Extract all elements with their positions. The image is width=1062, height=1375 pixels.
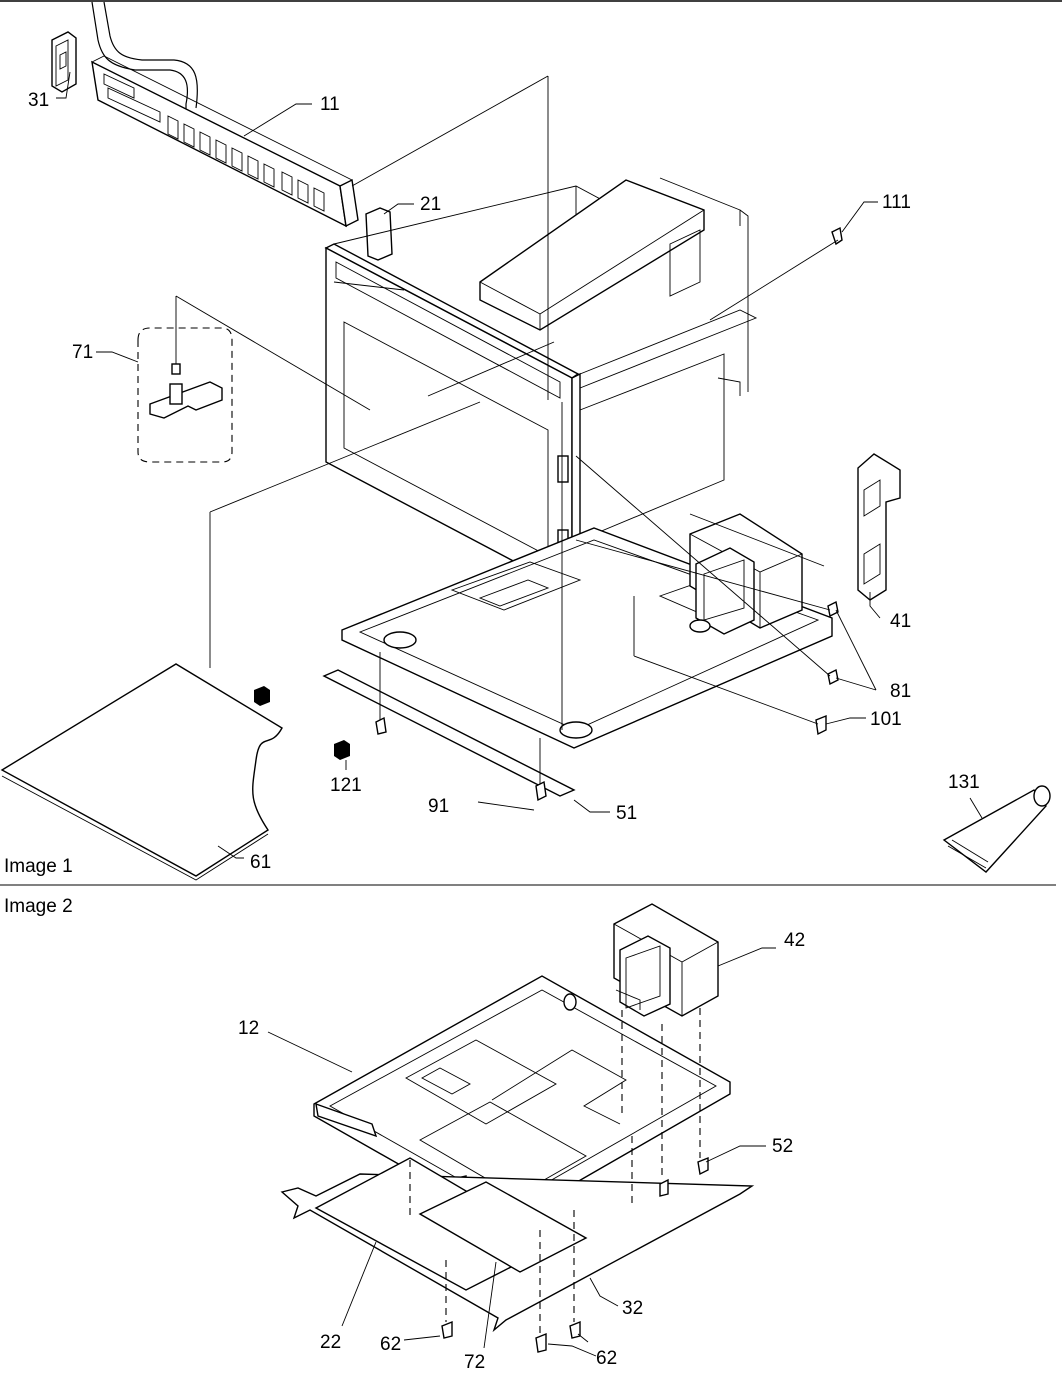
callout-32: 32 xyxy=(622,1298,643,1319)
callout-81: 81 xyxy=(890,681,911,702)
part-41-side-bracket xyxy=(857,453,901,601)
part-71-detail xyxy=(137,296,233,463)
callout-61: 61 xyxy=(250,852,271,873)
keypad-buttons xyxy=(167,115,325,212)
callout-62a: 62 xyxy=(380,1334,401,1355)
part-51-front-rail xyxy=(322,669,576,797)
callout-101: 101 xyxy=(870,709,902,730)
assembly-lines-image2 xyxy=(409,1008,701,1334)
image2-group: Image 2 xyxy=(4,896,805,1373)
image1-group: 31 11 21 111 71 41 81 101 121 91 51 131 … xyxy=(0,1,1051,881)
part-11-control-panel xyxy=(91,55,359,228)
callout-21: 21 xyxy=(420,194,441,215)
part-42-transformer xyxy=(613,903,719,1017)
part-131-tube xyxy=(942,785,1051,873)
callout-leaders-image1 xyxy=(56,71,983,859)
callout-131: 131 xyxy=(948,772,980,793)
screws-image1 xyxy=(375,226,843,802)
callout-111: 111 xyxy=(882,192,911,213)
cabinet-top-box xyxy=(479,177,741,331)
callout-41: 41 xyxy=(890,611,911,632)
callout-52: 52 xyxy=(772,1136,793,1157)
base-transformer xyxy=(689,513,803,635)
callout-121: 121 xyxy=(330,775,362,796)
part-121-cube xyxy=(254,686,350,760)
callout-62b: 62 xyxy=(596,1348,617,1369)
callout-72: 72 xyxy=(464,1352,485,1373)
part-31-bracket xyxy=(51,31,77,93)
callout-11: 11 xyxy=(320,94,340,115)
callout-31: 31 xyxy=(28,90,49,111)
part-72-plate xyxy=(418,1181,588,1273)
assembly-lines-image1 xyxy=(175,75,839,784)
callout-51: 51 xyxy=(616,803,637,824)
callout-71: 71 xyxy=(72,342,93,363)
callout-42: 42 xyxy=(784,930,805,951)
callout-leaders-image2 xyxy=(267,947,776,1357)
callout-91: 91 xyxy=(428,796,449,817)
section-title-image2: Image 2 xyxy=(4,896,73,917)
callout-22: 22 xyxy=(320,1332,341,1353)
callout-12: 12 xyxy=(238,1018,259,1039)
wire-harness xyxy=(91,1,189,110)
part-61-panel-sheet xyxy=(0,663,283,881)
part-21-latch xyxy=(365,207,393,261)
section-title-image1: Image 1 xyxy=(4,856,73,877)
